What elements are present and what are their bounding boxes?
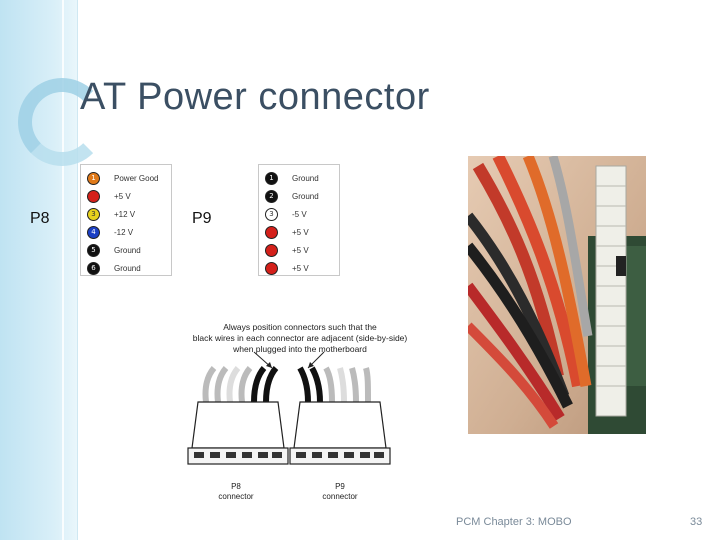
pin-row: +5 V [265,241,333,259]
pin-dot: 3 [265,207,278,221]
diagram-instruction-note: Always position connectors such that the… [180,322,420,355]
pin-label: Ground [292,173,319,183]
pin-row: +5 V [87,187,165,205]
pin-row: 5 Ground [87,241,165,259]
pin-dot: 5 [87,243,100,257]
pin-dot: 3 [87,207,100,221]
pin-dot: 2 [265,189,278,203]
pin-label: -5 V [292,209,307,219]
pin-label: +5 V [292,245,309,255]
caption-line: P9 [335,482,345,491]
connector-photo [468,156,646,434]
pin-label: Ground [292,191,319,201]
pin-label: Ground [114,263,141,273]
footer-chapter: PCM Chapter 3: MOBO [456,516,572,528]
pin-row: 2 Ground [265,187,333,205]
p9-wires [297,366,371,403]
pin-label: +5 V [292,227,309,237]
p9-connector-caption: P9 connector [310,482,370,502]
pin-label: +12 V [114,209,136,219]
p8-connector-body [187,401,289,465]
pin-dot [87,189,100,203]
note-line: Always position connectors such that the [223,322,377,332]
p9-connector-body [289,401,391,465]
pin-dot [265,243,278,257]
side-decoration-line [62,0,64,540]
caption-line: connector [322,492,358,501]
p8-wires [202,366,279,403]
p8-connector-caption: P8 connector [206,482,266,502]
pin-label: Power Good [114,173,159,183]
pin-row: 3 +12 V [87,205,165,223]
pin-row: 1 Ground [265,169,333,187]
pin-label: +5 V [292,263,309,273]
note-line: when plugged into the motherboard [233,344,367,354]
p8-pin-table: 1 Power Good +5 V 3 +12 V 4 -12 V 5 Grou… [80,164,172,276]
note-line: black wires in each connector are adjace… [192,333,408,343]
pin-row: 1 Power Good [87,169,165,187]
pin-dot: 1 [265,171,278,185]
pin-dot: 1 [87,171,100,185]
connector-diagram [187,351,391,465]
pin-label: Ground [114,245,141,255]
pin-row: +5 V [265,259,333,277]
pin-row: 3 -5 V [265,205,333,223]
arrow-right-head [308,362,314,368]
pin-row: 6 Ground [87,259,165,277]
arrow-left-head [266,362,272,368]
slide-title: AT Power connector [80,76,430,118]
pin-dot [265,261,278,275]
pin-row: 4 -12 V [87,223,165,241]
p9-pin-table: 1 Ground 2 Ground 3 -5 V +5 V +5 V +5 V [258,164,340,276]
pin-label: +5 V [114,191,131,201]
pin-row: +5 V [265,223,333,241]
p8-label: P8 [30,210,50,227]
page-number: 33 [690,516,703,528]
p9-label: P9 [192,210,212,227]
pin-dot [265,225,278,239]
pin-dot: 4 [87,225,100,239]
pin-label: -12 V [114,227,134,237]
caption-line: connector [218,492,254,501]
pin-dot: 6 [87,261,100,275]
caption-line: P8 [231,482,241,491]
